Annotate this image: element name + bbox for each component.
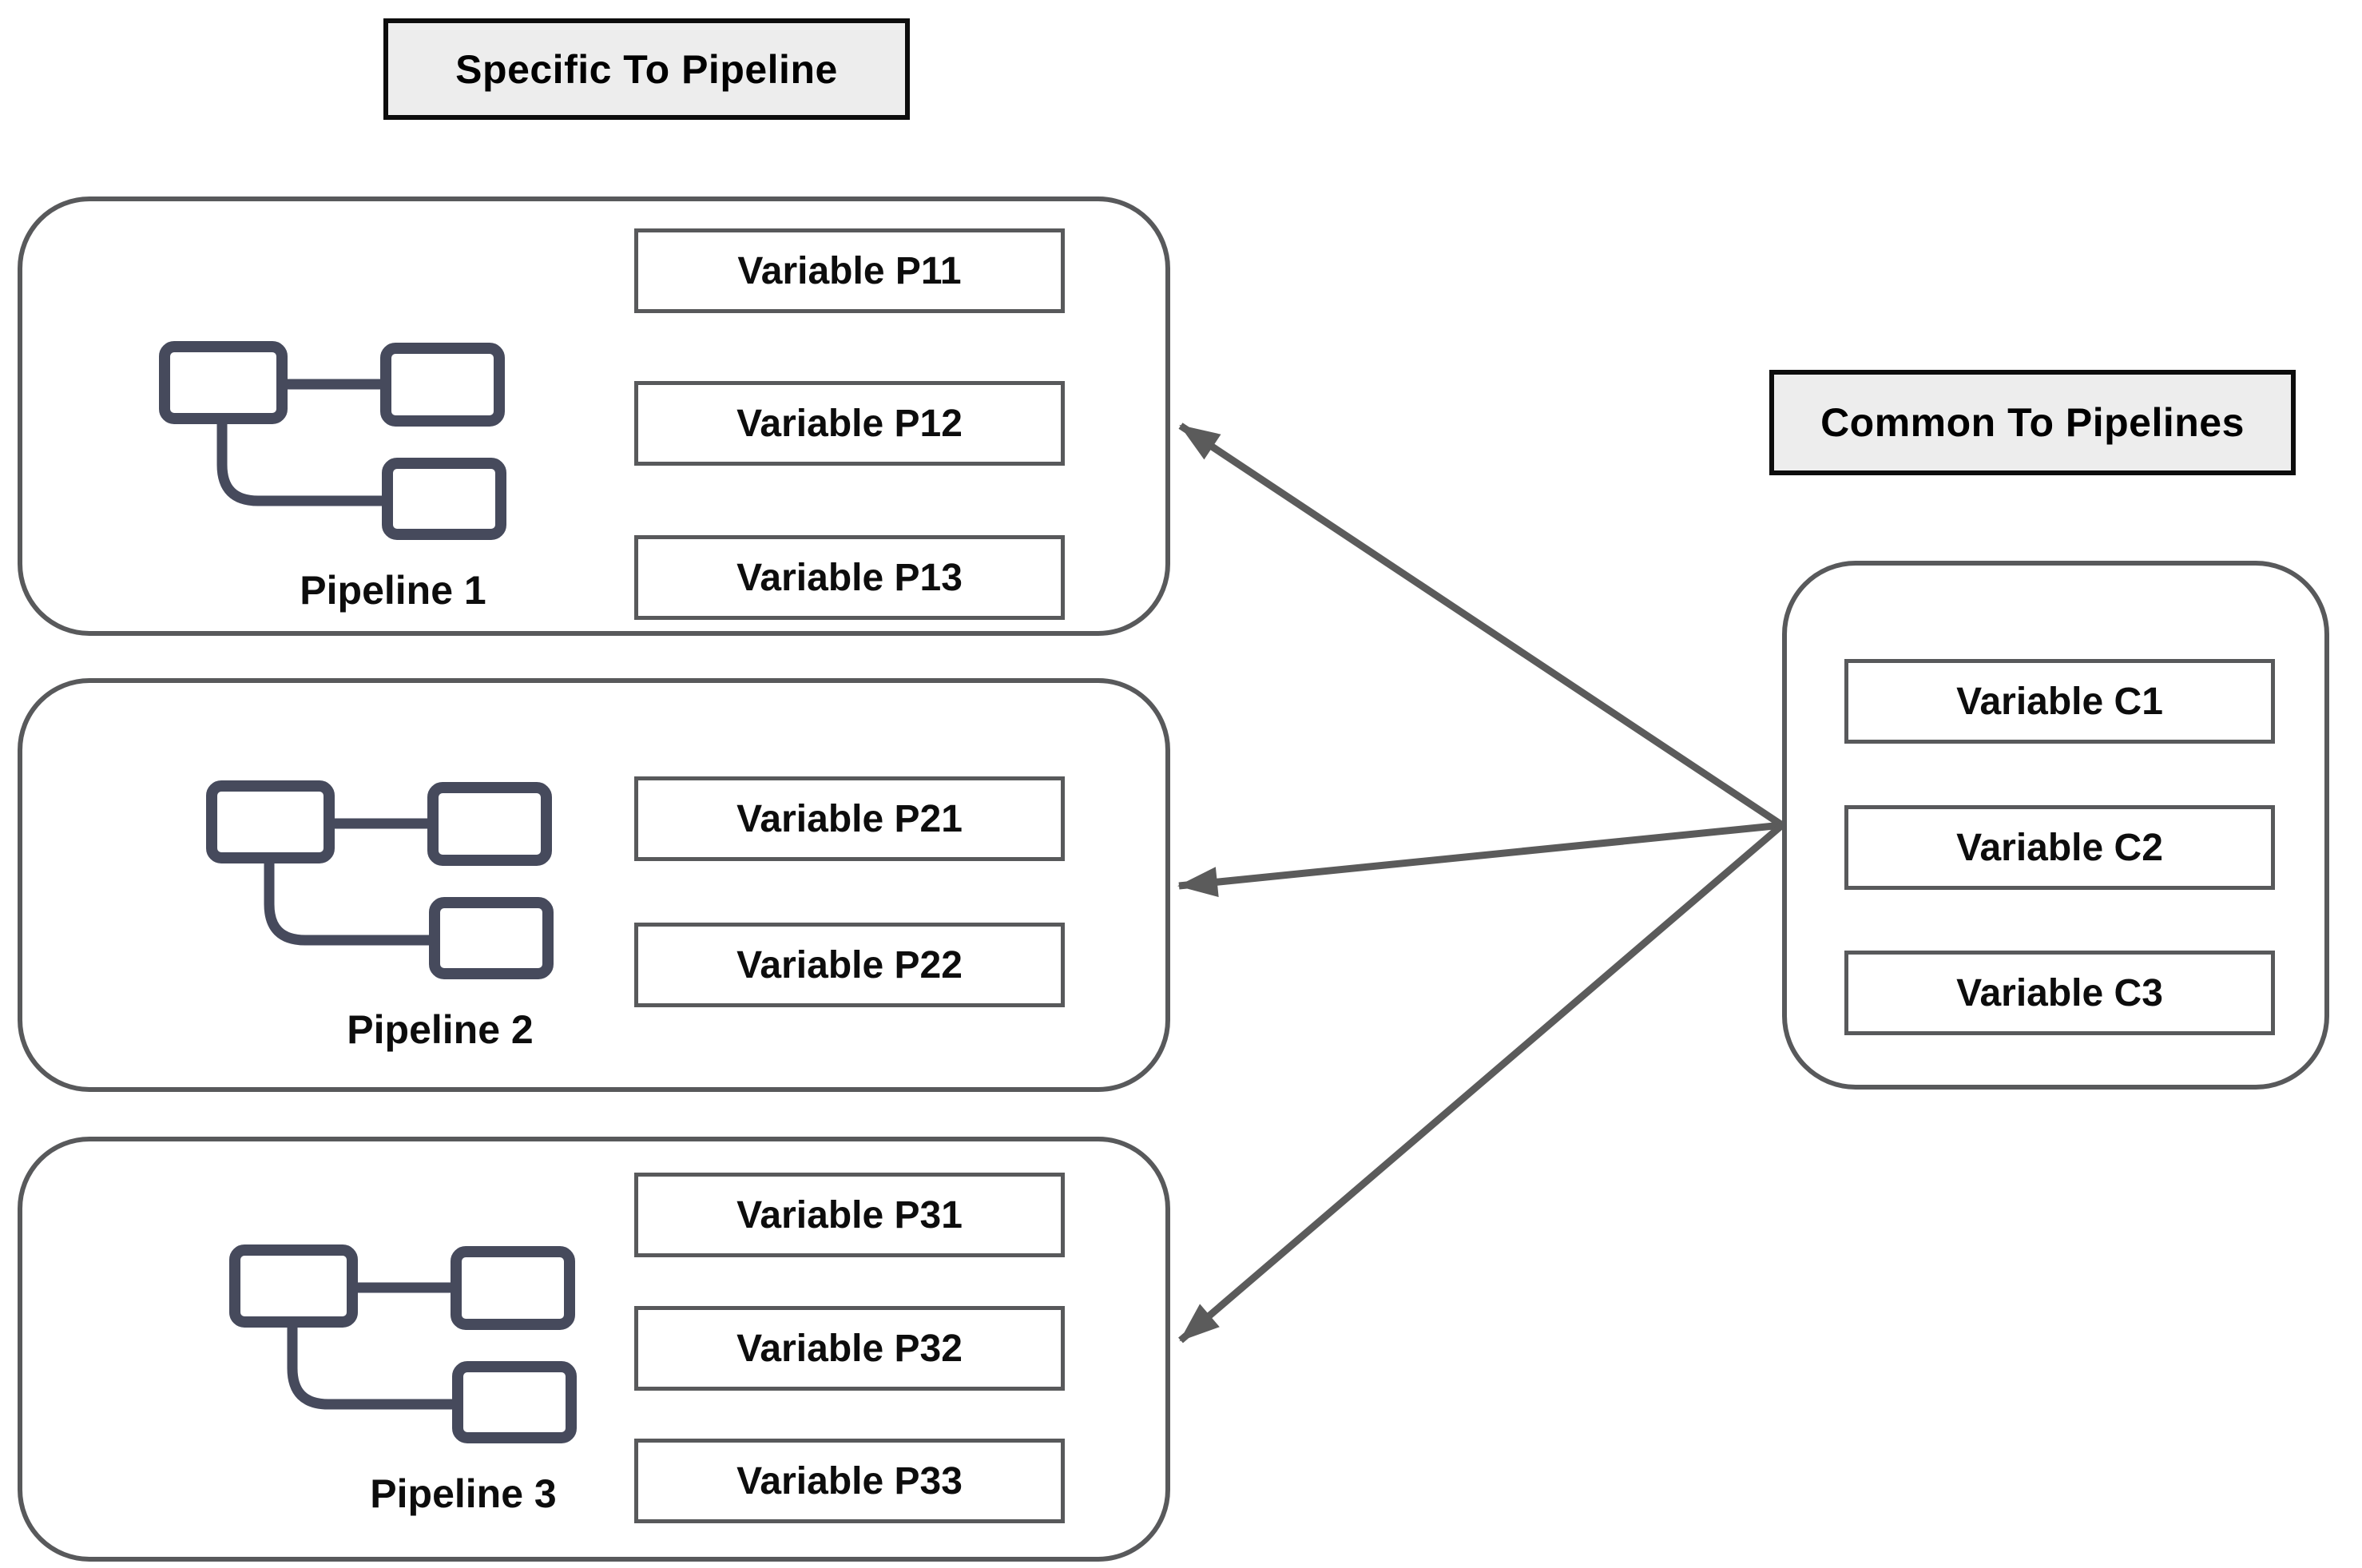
pipeline-2-label: Pipeline 2	[347, 1007, 534, 1052]
variable-box-p22: Variable P22	[634, 923, 1065, 1007]
variable-box-p11: Variable P11	[634, 228, 1065, 313]
pipeline-icon	[159, 341, 506, 540]
variable-label: Variable P33	[736, 1459, 963, 1503]
common-title-label: Common To Pipelines	[1820, 400, 2245, 445]
variable-label: Variable C1	[1956, 680, 2163, 723]
pipeline-icon	[206, 780, 554, 979]
arrow-common-to-pipeline-1	[1178, 423, 1784, 828]
variable-label: Variable P31	[736, 1193, 963, 1237]
variable-box-p12: Variable P12	[634, 381, 1065, 466]
common-to-pipelines-title: Common To Pipelines	[1769, 370, 2296, 475]
variable-label: Variable P22	[736, 943, 963, 986]
pipeline-2-container: Pipeline 2 Variable P21 Variable P22	[18, 678, 1170, 1092]
variable-box-p31: Variable P31	[634, 1173, 1065, 1257]
variable-label: Variable P13	[736, 556, 963, 599]
variable-box-c1: Variable C1	[1844, 659, 2275, 744]
variable-label: Variable P21	[736, 797, 963, 840]
pipeline-3-label: Pipeline 3	[370, 1471, 557, 1516]
variable-box-p33: Variable P33	[634, 1439, 1065, 1523]
variable-label: Variable C2	[1956, 826, 2163, 869]
pipeline-1-label: Pipeline 1	[300, 568, 486, 613]
variable-label: Variable C3	[1956, 971, 2163, 1014]
specific-title-label: Specific To Pipeline	[455, 46, 838, 92]
variable-label: Variable P12	[736, 402, 963, 445]
pipeline-icon	[229, 1244, 577, 1443]
variable-box-c2: Variable C2	[1844, 805, 2275, 890]
variable-label: Variable P32	[736, 1327, 963, 1370]
arrow-common-to-pipeline-2	[1177, 821, 1783, 898]
variable-box-p32: Variable P32	[634, 1306, 1065, 1391]
variable-label: Variable P11	[737, 249, 962, 292]
variable-box-c3: Variable C3	[1844, 951, 2275, 1035]
common-variables-container: Variable C1 Variable C2 Variable C3	[1782, 561, 2329, 1090]
variable-box-p13: Variable P13	[634, 535, 1065, 620]
specific-to-pipeline-title: Specific To Pipeline	[383, 18, 910, 120]
pipeline-1-container: Pipeline 1 Variable P11 Variable P12 Var…	[18, 196, 1170, 636]
variable-box-p21: Variable P21	[634, 776, 1065, 861]
pipeline-3-container: Pipeline 3 Variable P31 Variable P32 Var…	[18, 1137, 1170, 1562]
arrow-common-to-pipeline-3	[1178, 822, 1784, 1344]
